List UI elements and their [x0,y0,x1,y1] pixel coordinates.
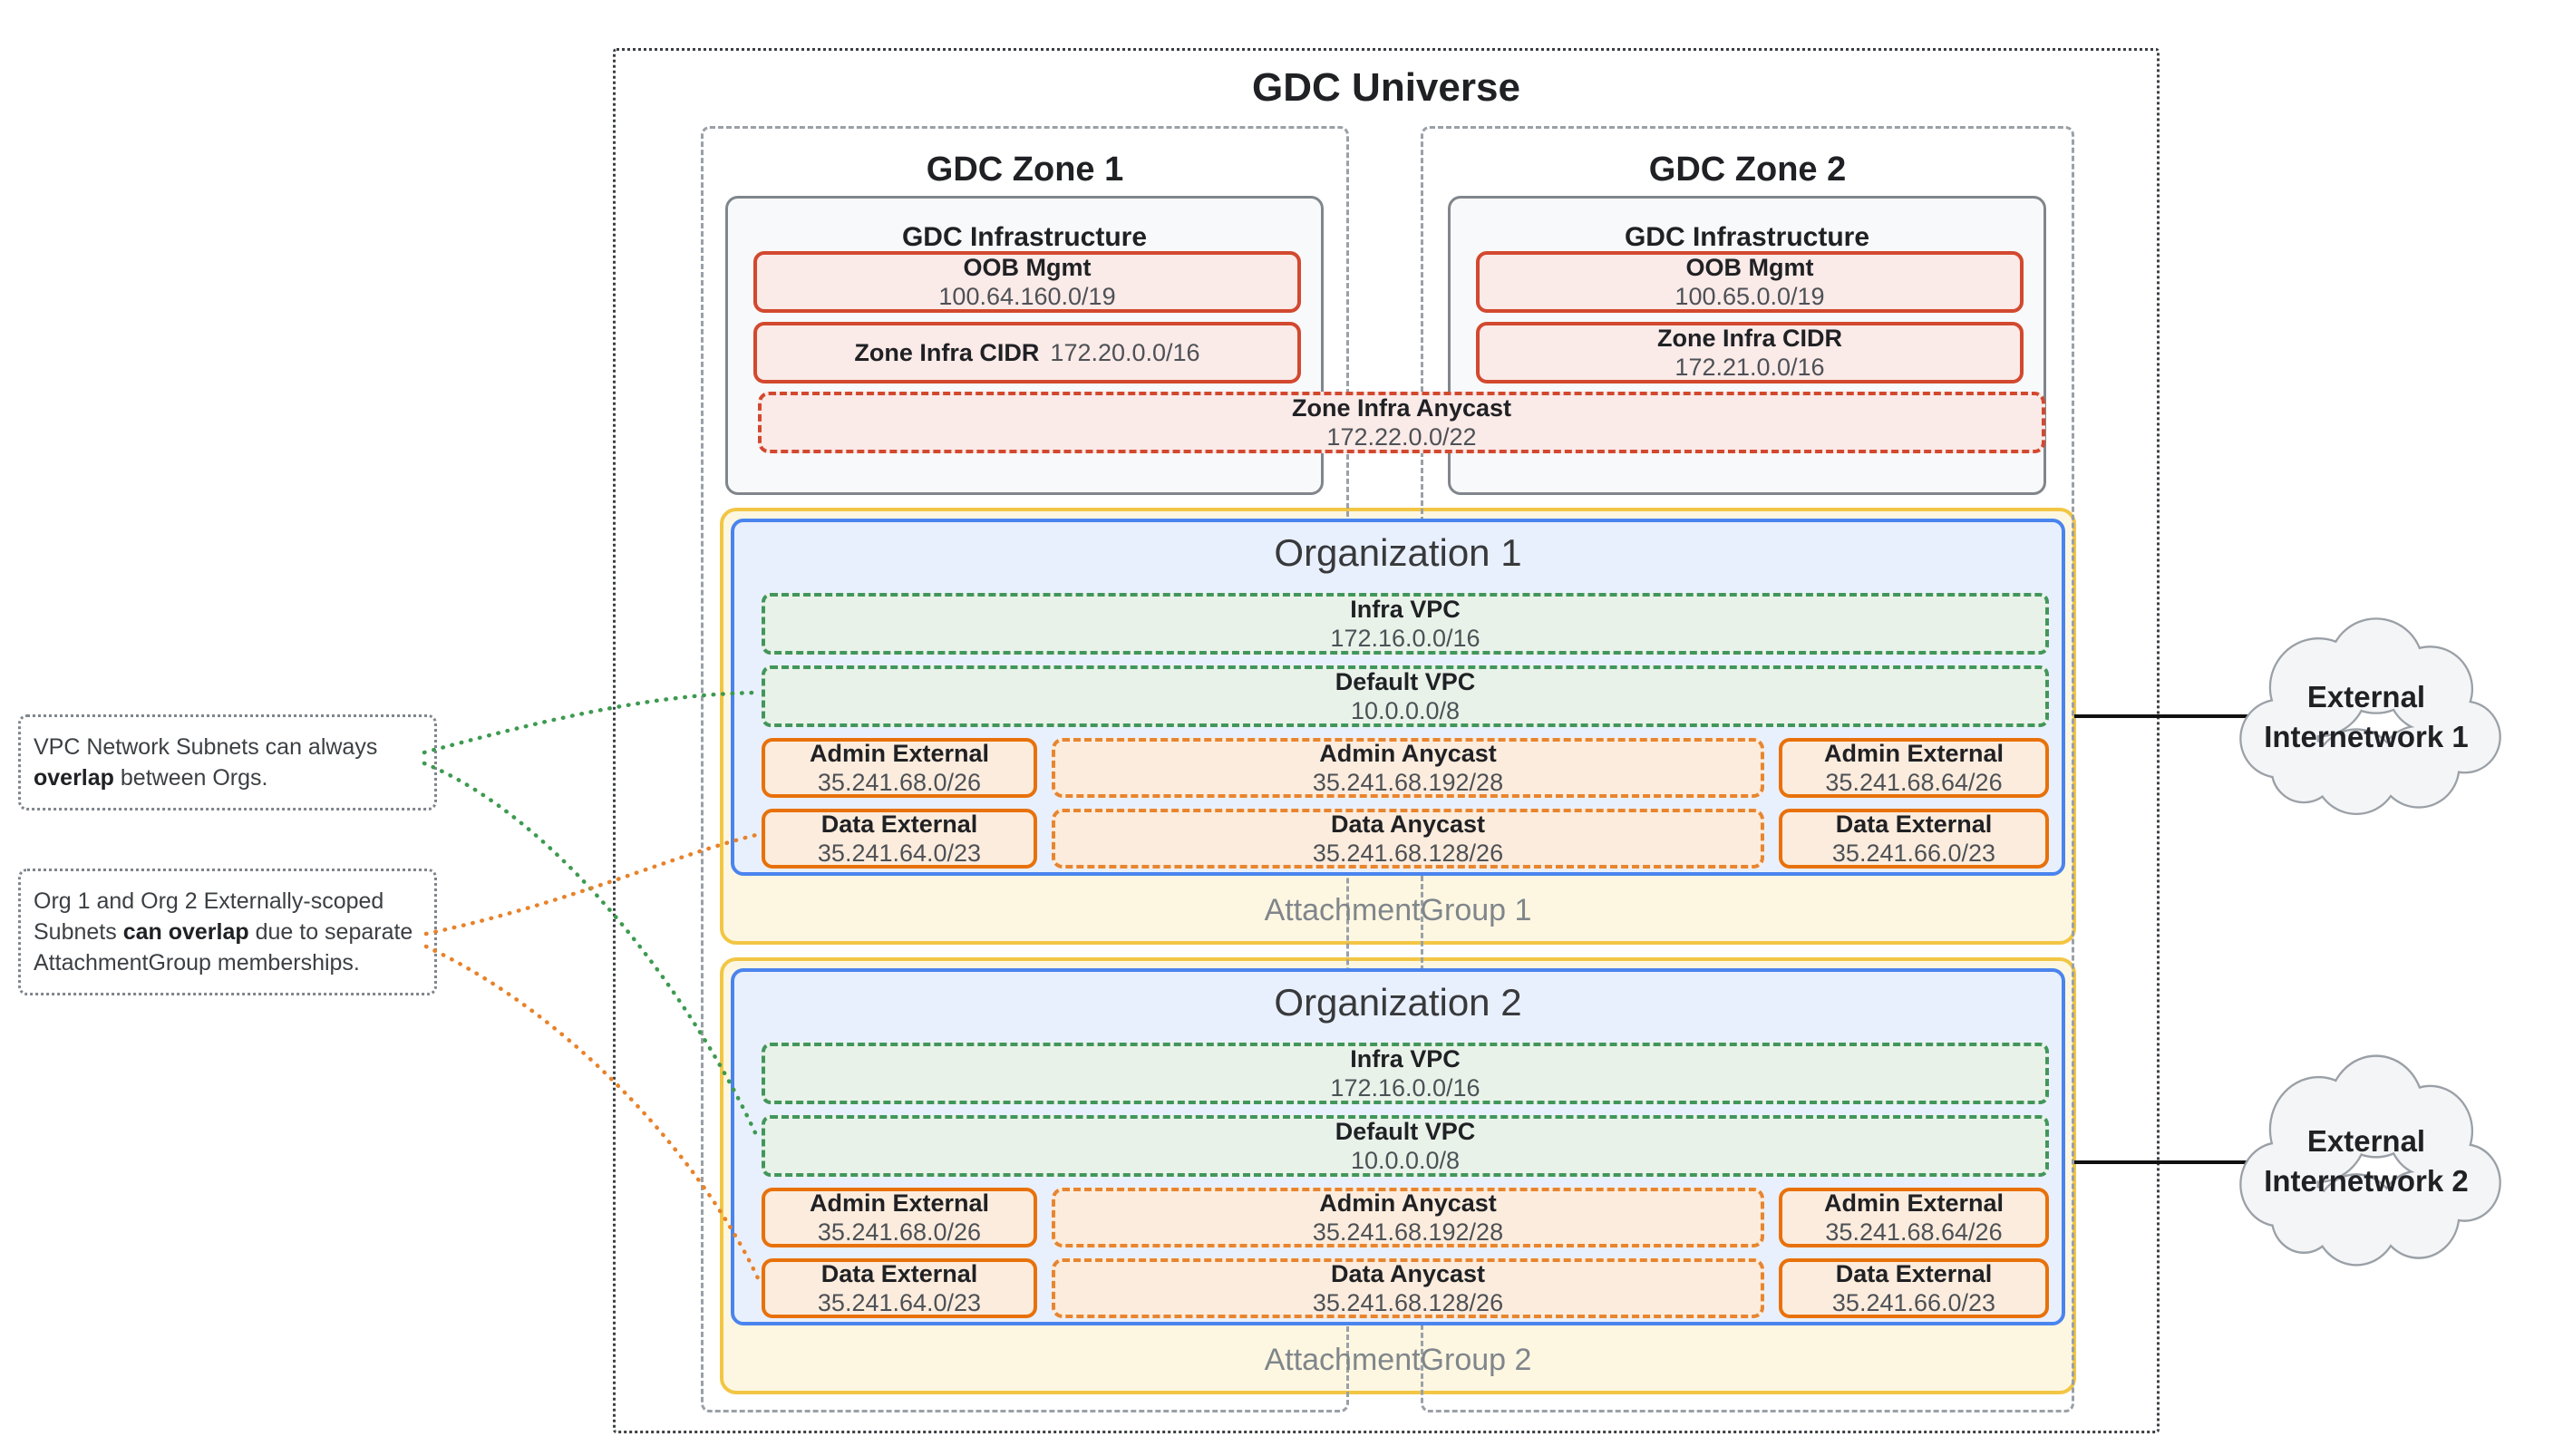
gdc-infrastructure-zone2-title: GDC Infrastructure [1624,222,1870,252]
org1-data-external-right-label: Data External [1835,811,1993,838]
attachment-group-2-label: AttachmentGroup 2 [1264,1343,1532,1377]
org2-data-external-left-label: Data External [820,1260,978,1287]
org2-admin-external-left-box: Admin External 35.241.68.0/26 [762,1188,1037,1247]
org1-infra-vpc-value: 172.16.0.0/16 [1330,625,1480,652]
org2-admin-external-right-box: Admin External 35.241.68.64/26 [1779,1188,2049,1247]
oob-mgmt-zone1-label: OOB Mgmt [963,254,1092,281]
zone-infra-anycast-box: Zone Infra Anycast 172.22.0.0/22 [758,392,2045,453]
org1-infra-vpc-box: Infra VPC 172.16.0.0/16 [762,593,2049,655]
note-external-overlap: Org 1 and Org 2 Externally-scoped Subnet… [18,869,437,995]
organization-1-box: Organization 1 Infra VPC 172.16.0.0/16 D… [731,519,2065,876]
zone-infra-cidr-zone1-box: Zone Infra CIDR 172.20.0.0/16 [753,322,1301,383]
org1-data-external-left-label: Data External [820,811,978,838]
org2-data-anycast-box: Data Anycast 35.241.68.128/26 [1052,1258,1764,1318]
org1-data-anycast-box: Data Anycast 35.241.68.128/26 [1052,809,1764,869]
note-2-text: Org 1 and Org 2 Externally-scoped Subnet… [34,888,384,945]
org1-admin-external-right-box: Admin External 35.241.68.64/26 [1779,738,2049,798]
oob-mgmt-zone2-label: OOB Mgmt [1685,254,1814,281]
org2-infra-vpc-value: 172.16.0.0/16 [1330,1074,1480,1102]
org1-default-vpc-value: 10.0.0.0/8 [1350,697,1461,724]
external-internetwork-2-label: External Internetwork 2 [2228,1052,2504,1271]
org1-data-anycast-value: 35.241.68.128/26 [1312,840,1504,867]
note-2-text-end: due to separate AttachmentGroup membersh… [34,919,413,976]
org1-default-vpc-label: Default VPC [1335,668,1476,695]
cloud-icon [2239,1054,2501,1267]
gdc-zone-2-title: GDC Zone 2 [1648,150,1847,189]
note-subnet-overlap: VPC Network Subnets can always overlap b… [18,714,437,811]
org1-admin-external-right-label: Admin External [1823,740,2005,767]
organization-1-title: Organization 1 [1274,531,1522,574]
org2-admin-external-left-value: 35.241.68.0/26 [817,1218,982,1246]
organization-2-title: Organization 2 [1274,981,1522,1024]
org1-admin-anycast-value: 35.241.68.192/28 [1312,769,1504,796]
oob-mgmt-zone1-box: OOB Mgmt 100.64.160.0/19 [753,251,1301,313]
oob-mgmt-zone1-value: 100.64.160.0/19 [938,283,1116,310]
org1-admin-anycast-label: Admin Anycast [1319,740,1497,767]
note-1-text: VPC Network Subnets can always [34,734,378,760]
org1-admin-external-left-label: Admin External [809,740,990,767]
zone-infra-cidr-zone1-label: Zone Infra CIDR [854,339,1040,366]
org1-data-external-right-value: 35.241.66.0/23 [1831,840,1996,867]
gdc-infrastructure-zone1-title: GDC Infrastructure [901,222,1148,252]
note-1-bold-text: overlap [34,765,114,791]
external-internetwork-1-label: External Internetwork 1 [2228,615,2504,820]
org2-data-external-right-value: 35.241.66.0/23 [1831,1289,1996,1316]
zone-infra-cidr-zone2-value: 172.21.0.0/16 [1674,354,1825,381]
org1-admin-external-left-value: 35.241.68.0/26 [817,769,982,796]
gdc-zone-1-title: GDC Zone 1 [926,150,1124,189]
org2-default-vpc-box: Default VPC 10.0.0.0/8 [762,1115,2049,1177]
cloud-2-line2: Internetwork 2 [2264,1164,2469,1198]
gdc-universe-title: GDC Universe [1252,65,1520,110]
org1-admin-external-right-value: 35.241.68.64/26 [1825,769,2003,796]
org2-admin-anycast-box: Admin Anycast 35.241.68.192/28 [1052,1188,1764,1247]
note-2-bold-text: can overlap [122,919,249,945]
org2-data-anycast-value: 35.241.68.128/26 [1312,1289,1504,1316]
cloud-1-line1: External [2306,680,2426,713]
org1-admin-anycast-box: Admin Anycast 35.241.68.192/28 [1052,738,1764,798]
zone-infra-anycast-label: Zone Infra Anycast [1291,394,1512,422]
org2-infra-vpc-box: Infra VPC 172.16.0.0/16 [762,1043,2049,1104]
org2-admin-external-left-label: Admin External [809,1189,990,1217]
cloud-2-line1: External [2306,1124,2426,1158]
organization-2-box: Organization 2 Infra VPC 172.16.0.0/16 D… [731,968,2065,1325]
cloud-icon [2239,617,2501,815]
org1-admin-external-left-box: Admin External 35.241.68.0/26 [762,738,1037,798]
cloud-1-line2: Internetwork 1 [2264,720,2469,753]
external-internetwork-1-cloud: External Internetwork 1 [2228,615,2504,820]
note-1-text-end: between Orgs. [113,765,268,791]
attachment-group-1-label: AttachmentGroup 1 [1264,893,1532,927]
zone-infra-cidr-zone2-label: Zone Infra CIDR [1656,325,1842,352]
org2-default-vpc-value: 10.0.0.0/8 [1350,1147,1461,1174]
org2-admin-external-right-label: Admin External [1823,1189,2005,1217]
org2-data-anycast-label: Data Anycast [1330,1260,1486,1287]
oob-mgmt-zone2-box: OOB Mgmt 100.65.0.0/19 [1476,251,2024,313]
org1-data-anycast-label: Data Anycast [1330,811,1486,838]
org2-admin-external-right-value: 35.241.68.64/26 [1825,1218,2003,1246]
org1-default-vpc-box: Default VPC 10.0.0.0/8 [762,665,2049,727]
org2-data-external-right-label: Data External [1835,1260,1993,1287]
org2-admin-anycast-label: Admin Anycast [1319,1189,1497,1217]
org1-data-external-right-box: Data External 35.241.66.0/23 [1779,809,2049,869]
org2-data-external-left-box: Data External 35.241.64.0/23 [762,1258,1037,1318]
oob-mgmt-zone2-value: 100.65.0.0/19 [1674,283,1825,310]
org2-admin-anycast-value: 35.241.68.192/28 [1312,1218,1504,1246]
zone-infra-anycast-value: 172.22.0.0/22 [1326,423,1477,451]
org2-infra-vpc-label: Infra VPC [1350,1045,1461,1073]
zone-infra-cidr-zone1-value: 172.20.0.0/16 [1050,339,1200,366]
external-internetwork-2-cloud: External Internetwork 2 [2228,1052,2504,1271]
zone-infra-cidr-zone2-box: Zone Infra CIDR 172.21.0.0/16 [1476,322,2024,383]
org2-default-vpc-label: Default VPC [1335,1118,1476,1145]
org1-data-external-left-box: Data External 35.241.64.0/23 [762,809,1037,869]
org1-infra-vpc-label: Infra VPC [1350,596,1461,623]
org2-data-external-left-value: 35.241.64.0/23 [817,1289,982,1316]
org2-data-external-right-box: Data External 35.241.66.0/23 [1779,1258,2049,1318]
org1-data-external-left-value: 35.241.64.0/23 [817,840,982,867]
